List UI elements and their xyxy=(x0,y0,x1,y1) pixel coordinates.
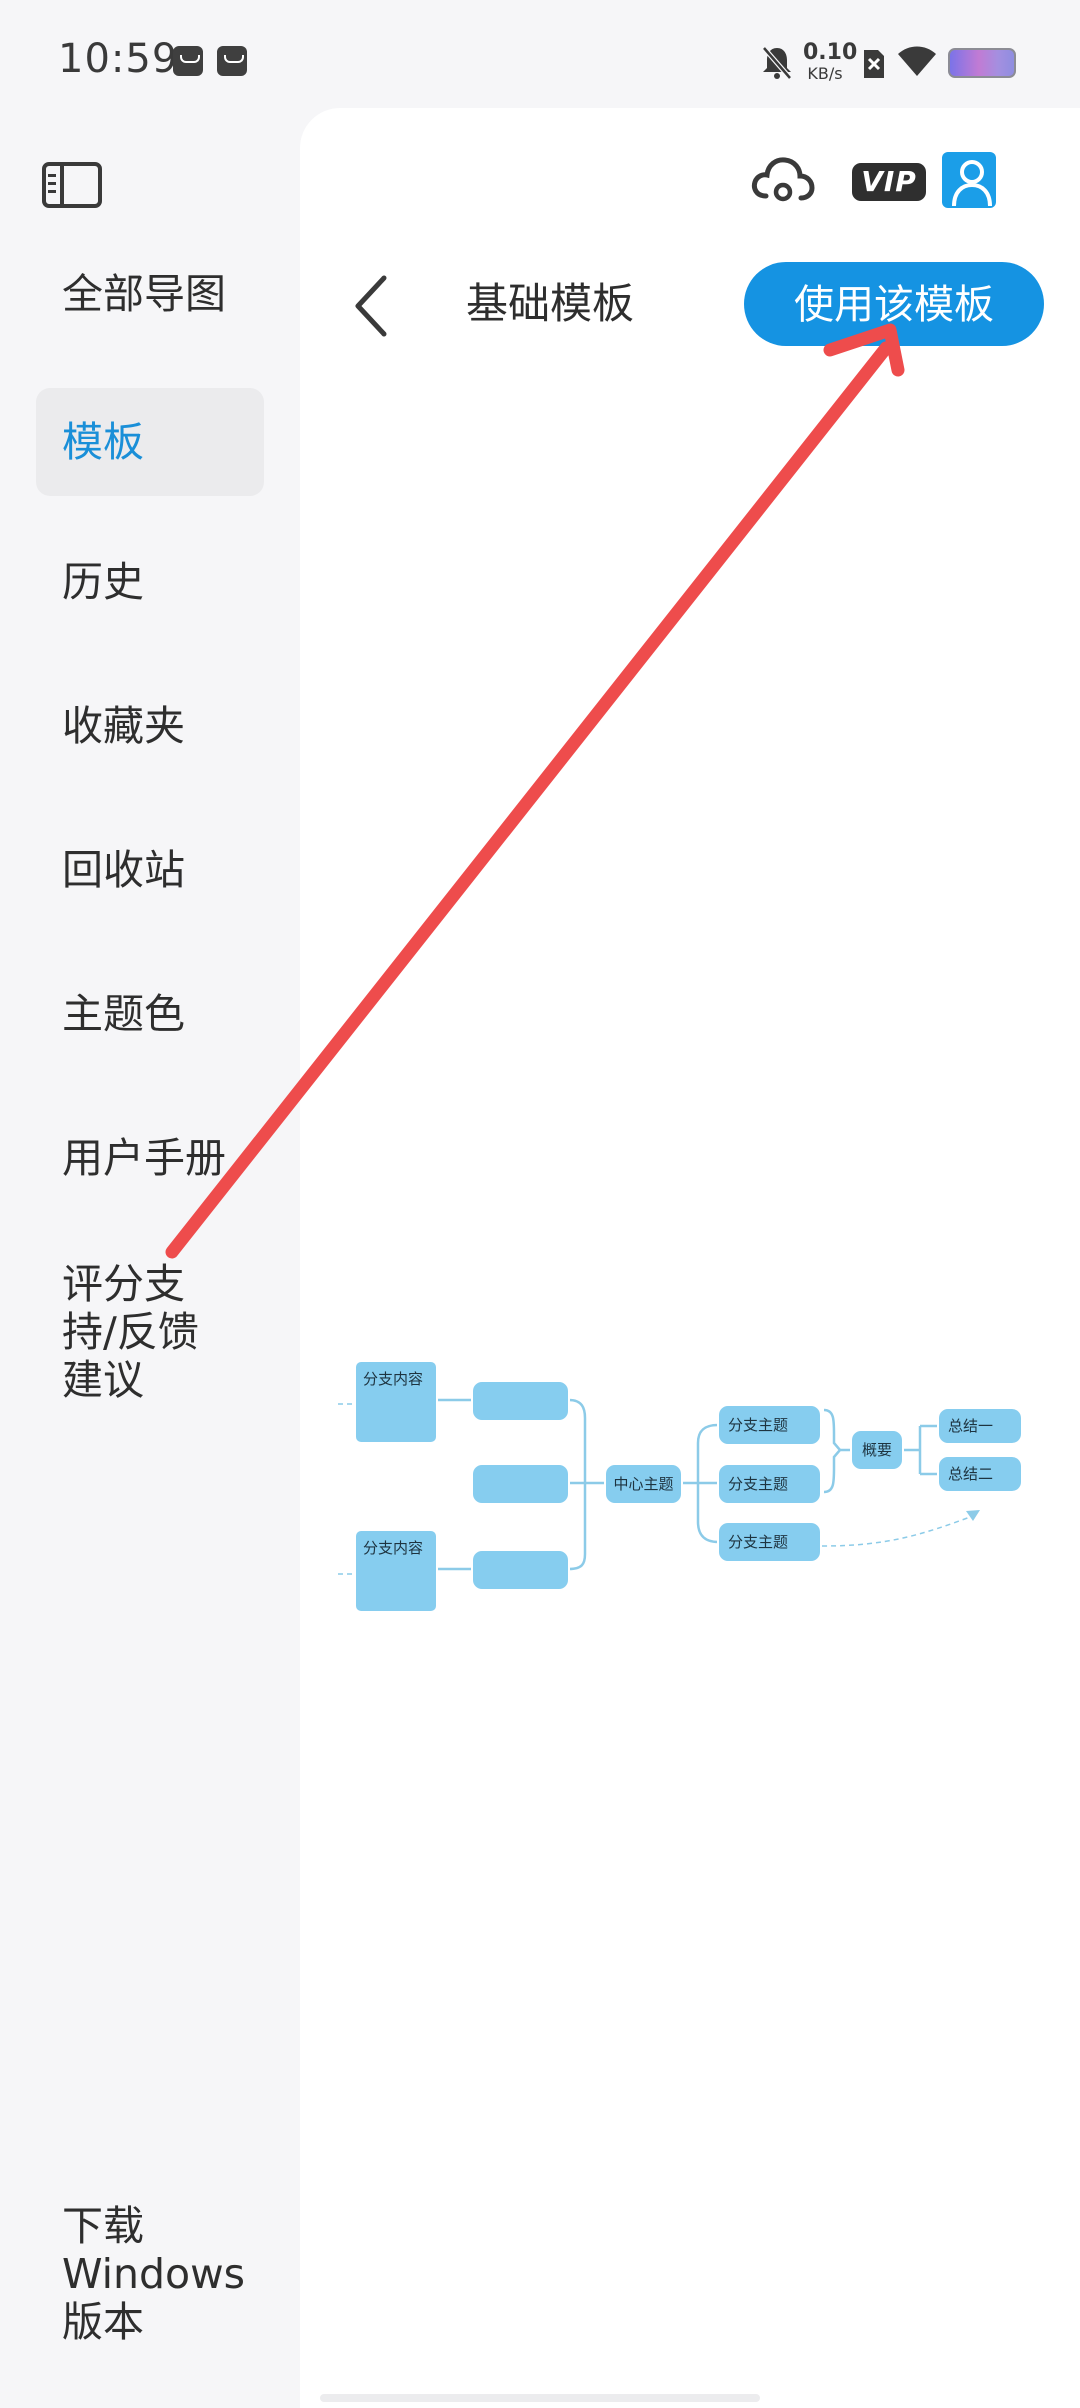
download-line-1: 下载 xyxy=(62,2202,144,2250)
sidebar-item-download-windows[interactable]: 下载 Windows 版本 xyxy=(36,2202,264,2352)
sidebar-item-theme-color[interactable]: 主题色 xyxy=(36,990,264,1054)
sidebar-item-label: 历史 xyxy=(62,558,144,606)
app-notification-icon xyxy=(173,46,203,76)
mindmap-summary-label: 概要 xyxy=(862,1441,892,1459)
battery-icon xyxy=(948,48,1016,78)
template-detail-panel: VIP 基础模板 使用该模板 xyxy=(300,108,1080,2408)
mindmap-content-label: 分支内容 xyxy=(363,1539,423,1557)
network-speed: 0.10 KB/s xyxy=(803,40,858,83)
sidebar-item-all-maps[interactable]: 全部导图 xyxy=(36,270,264,334)
mindmap-summary-node xyxy=(850,1429,904,1471)
mindmap-central-label: 中心主题 xyxy=(613,1475,673,1493)
mindmap-central-node xyxy=(604,1463,683,1505)
mindmap-branch-node xyxy=(717,1463,822,1505)
mindmap-empty-node xyxy=(471,1380,570,1422)
template-preview: 分支内容 分支内容 中心主题 分支主题 分支主题 分支主题 概要 总结一 xyxy=(300,1238,1080,1658)
sidebar-item-label: 全部导图 xyxy=(62,270,226,318)
mindmap-content-node xyxy=(354,1529,438,1613)
download-line-2: Windows xyxy=(62,2250,246,2298)
app-notification-icon xyxy=(217,46,247,76)
sidebar-item-rate-feedback[interactable]: 评分支持/反馈建议 xyxy=(36,1260,216,1410)
sidebar-item-label: 主题色 xyxy=(62,990,185,1038)
template-title: 基础模板 xyxy=(466,279,635,328)
sidebar-item-recycle-bin[interactable]: 回收站 xyxy=(36,846,264,910)
mute-bell-icon xyxy=(762,46,792,80)
mindmap-content-node xyxy=(354,1360,438,1444)
sidebar-item-label: 评分支持/反馈建议 xyxy=(62,1260,199,1404)
sidebar-item-history[interactable]: 历史 xyxy=(36,558,264,622)
mindmap-branch-label: 分支主题 xyxy=(728,1416,788,1434)
sidebar-item-label: 用户手册 xyxy=(62,1134,226,1182)
user-avatar-icon[interactable] xyxy=(942,152,996,208)
sidebar: 全部导图 模板 历史 收藏夹 回收站 主题色 用户手册 评分支持/反馈建议 下载… xyxy=(0,110,300,2408)
use-template-button[interactable]: 使用该模板 xyxy=(744,262,1044,346)
mindmap-conclusion-node xyxy=(937,1407,1023,1445)
scroll-indicator xyxy=(320,2394,760,2402)
mindmap-empty-node xyxy=(471,1549,570,1591)
mindmap-branch-node xyxy=(717,1404,822,1446)
network-speed-value: 0.10 xyxy=(803,40,858,65)
sidebar-toggle-icon[interactable] xyxy=(42,162,102,208)
mindmap-conclusion-label: 总结二 xyxy=(948,1465,993,1483)
cloud-sync-icon[interactable] xyxy=(750,154,816,206)
mindmap-conclusion-node xyxy=(937,1455,1023,1493)
sidebar-item-label: 收藏夹 xyxy=(62,702,185,750)
mindmap-branch-label: 分支主题 xyxy=(728,1475,788,1493)
mindmap-branch-label: 分支主题 xyxy=(728,1533,788,1551)
sidebar-item-templates[interactable]: 模板 xyxy=(36,388,264,496)
sidebar-item-label: 回收站 xyxy=(62,846,185,894)
download-line-3: 版本 xyxy=(62,2298,144,2346)
vip-badge[interactable]: VIP xyxy=(852,163,926,201)
sidebar-item-favorites[interactable]: 收藏夹 xyxy=(36,702,264,766)
back-chevron-icon[interactable] xyxy=(346,270,396,342)
network-speed-unit: KB/s xyxy=(807,64,843,83)
mindmap-content-label: 分支内容 xyxy=(363,1370,423,1388)
no-sim-icon xyxy=(864,50,884,78)
sidebar-item-user-manual[interactable]: 用户手册 xyxy=(36,1134,264,1198)
wifi-icon xyxy=(898,46,936,76)
sidebar-item-label: 模板 xyxy=(62,418,144,466)
status-bar: 10:59 0.10 KB/s xyxy=(0,0,1080,110)
mindmap-empty-node xyxy=(471,1463,570,1505)
mindmap-conclusion-label: 总结一 xyxy=(948,1417,993,1435)
mindmap-branch-node xyxy=(717,1521,822,1563)
status-time: 10:59 xyxy=(58,36,179,82)
